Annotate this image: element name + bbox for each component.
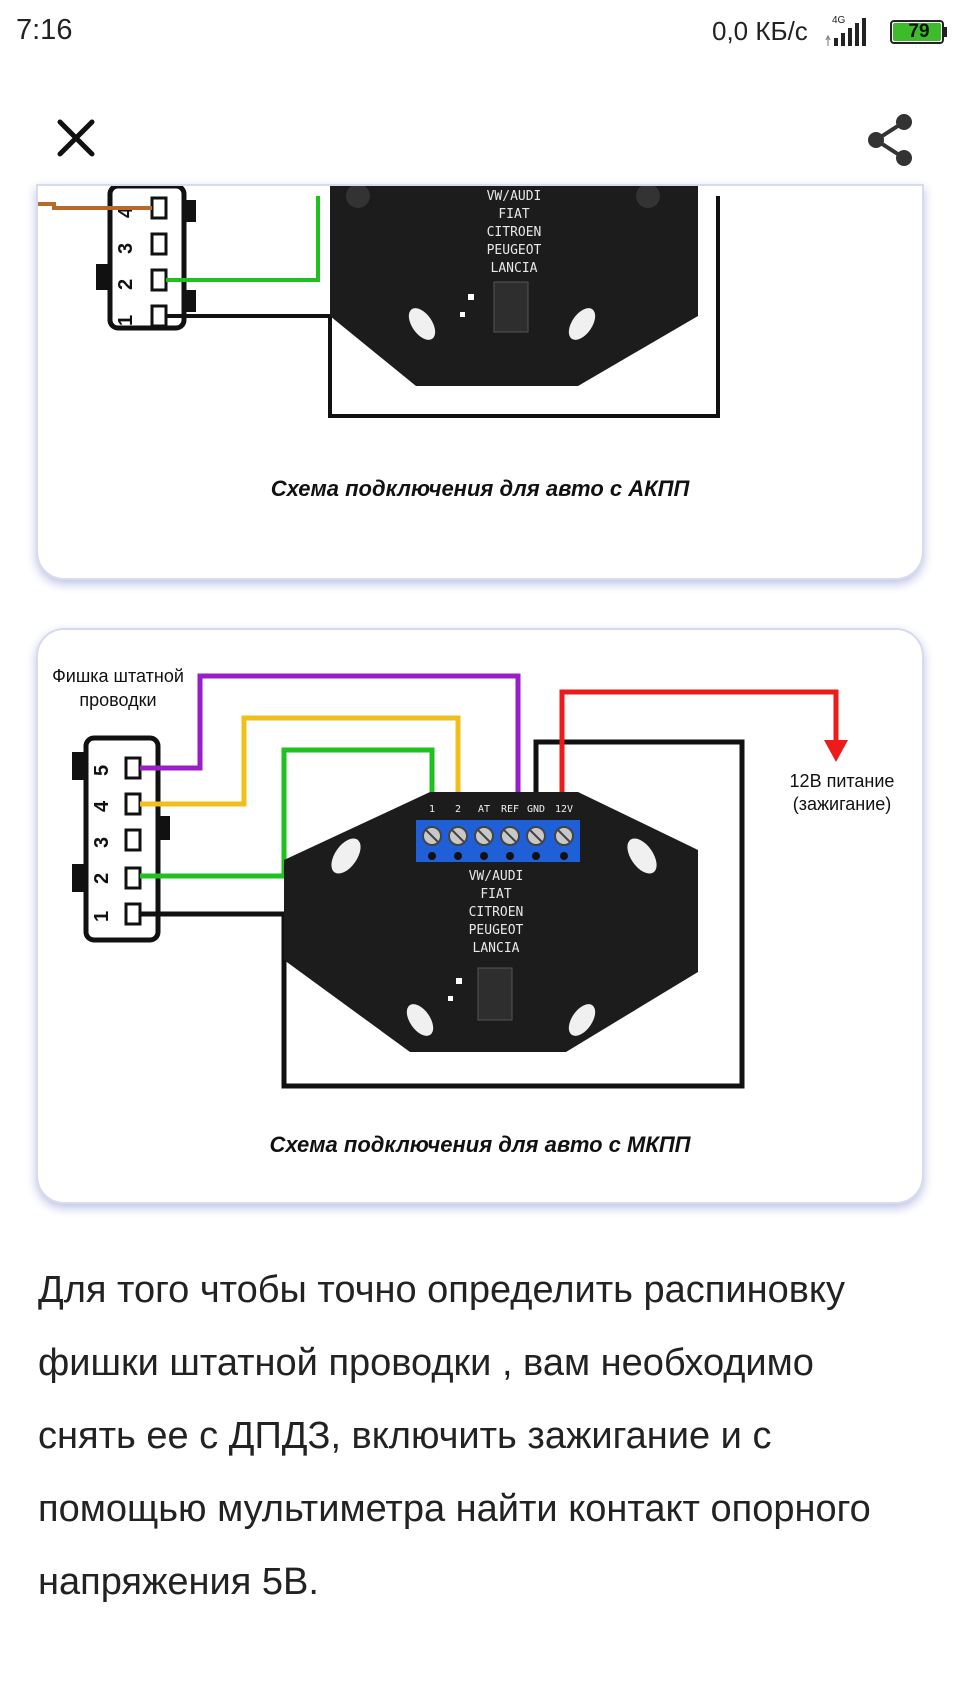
wire-yellow [140,715,461,807]
pin-label: 1 [91,911,113,922]
terminal-label: 1 [429,804,435,815]
board-label: VW/AUDI [469,869,524,884]
status-time: 7:16 [16,14,73,46]
pin-label: 1 [115,315,137,326]
board-label: CITROEN [469,905,524,920]
pin-labels: 5 4 3 2 1 [91,765,113,922]
board-label: FIAT [480,887,511,902]
power-label-line: (зажигание) [792,794,892,814]
board-label: VW/AUDI [487,189,542,204]
wire-orange [38,202,152,210]
connector-label-line: проводки [79,690,157,710]
diagram-image-automatic[interactable]: 4 3 2 1 VW/AUDI FIAT CITROEN PEUGEOT LAN… [38,186,922,578]
board-labels: VW/AUDI FIAT CITROEN PEUGEOT LANCIA [487,189,542,276]
power-label-line: 12В питание [789,771,895,791]
power-label: 12В питание (зажигание) [762,770,922,816]
wire-purple [140,673,521,792]
battery-icon: 79 [890,20,948,44]
board-labels: VW/AUDI FIAT CITROEN PEUGEOT LANCIA [469,869,524,956]
pin-label: 3 [115,243,137,254]
terminal-labels: 1 2 AT REF GND 12V [429,804,573,815]
terminal-label: 12V [555,804,573,815]
sensor-board [284,792,698,1052]
network-speed: 0,0 КБ/с [712,16,808,46]
pin-label: 3 [91,837,113,848]
connector-label-line: Фишка штатной [52,666,184,686]
board-label: LANCIA [473,941,520,956]
wire-green [140,747,435,879]
board-label: CITROEN [487,225,542,240]
diagram-caption-automatic: Схема подключения для авто с АКПП [270,476,690,501]
network-type: 4G [832,15,846,26]
board-label: PEUGEOT [487,243,542,258]
battery-level: 79 [908,21,930,42]
article-paragraph: Для того чтобы точно определить распинов… [38,1269,871,1603]
board-label: LANCIA [491,261,538,276]
close-icon[interactable] [46,108,106,168]
connector-body [107,186,187,331]
signal-icon: 4G [825,15,866,46]
terminal-label: AT [478,804,490,815]
terminal-label: 2 [455,804,461,815]
wire-black [166,196,720,418]
arrow-icon [824,740,848,762]
board-label: PEUGEOT [469,923,524,938]
terminal-block [416,820,580,862]
share-icon[interactable] [860,108,920,172]
diagram-caption-manual: Схема подключения для авто с МКПП [269,1132,691,1157]
terminal-label: REF [501,804,519,815]
status-bar: 7:16 0,0 КБ/с 4G 79 [0,0,960,64]
pin-label: 4 [91,800,113,812]
terminal-label: GND [527,804,545,815]
pin-label: 2 [115,279,137,290]
wiring-diagram-automatic: 4 3 2 1 VW/AUDI FIAT CITROEN PEUGEOT LAN… [38,186,720,418]
diagram-image-manual[interactable]: 5 4 3 2 1 1 2 AT REF GND 12V [38,630,922,1202]
wire-green [166,196,320,282]
wire-red [559,689,839,792]
connector-label: Фишка штатной проводки [38,664,198,712]
board-label: FIAT [498,207,529,222]
wiring-diagram-manual: 5 4 3 2 1 1 2 AT REF GND 12V [72,673,848,1089]
pin-label: 2 [91,873,113,884]
pin-label: 5 [91,765,113,776]
